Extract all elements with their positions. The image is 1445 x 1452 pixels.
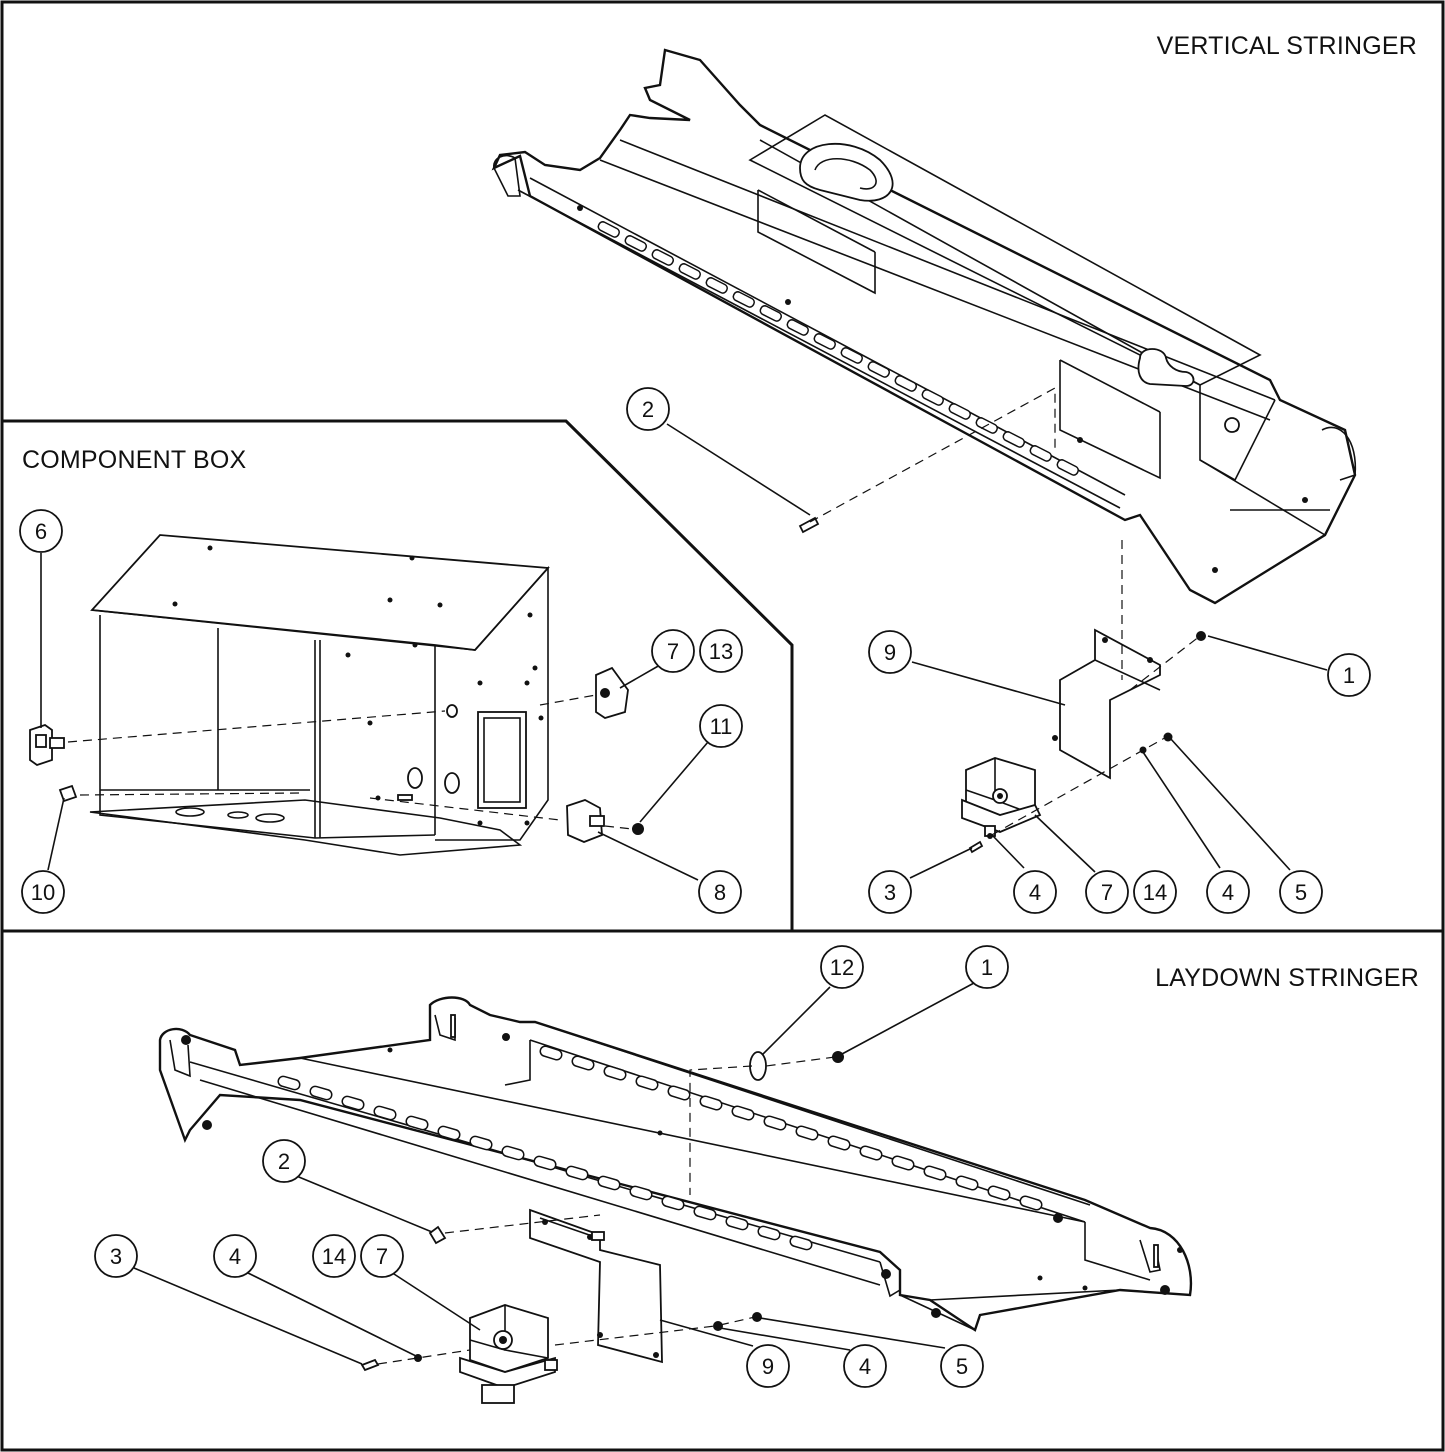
callout-bubble: 7: [1085, 870, 1129, 914]
callout-number: 8: [714, 880, 726, 905]
callout-number: 2: [278, 1149, 290, 1174]
callout-bubble: 1: [965, 945, 1009, 989]
callout-bubble: 4: [1206, 870, 1250, 914]
vertical-callouts: 2 9 1 3 4 7 14 4 5: [626, 387, 1371, 914]
vertical-switch-part-7: [961, 757, 1042, 837]
vertical-assembly-lines: [809, 386, 1201, 837]
laydown-hardware: [360, 1051, 844, 1372]
laydown-bracket-part-9: [529, 1208, 663, 1364]
callout-number: 14: [1143, 880, 1167, 905]
callout-number: 13: [709, 639, 733, 664]
laydown-slots-lower: [277, 1075, 813, 1251]
callout-number: 1: [1343, 663, 1355, 688]
callout-bubble: 9: [868, 630, 912, 674]
callout-number: 1: [981, 955, 993, 980]
callout-number: 3: [110, 1244, 122, 1269]
vertical-hardware: [798, 516, 1206, 854]
callout-number: 4: [1222, 880, 1234, 905]
callout-number: 11: [710, 714, 733, 739]
callout-bubble: 4: [1013, 870, 1057, 914]
callout-number: 5: [1295, 880, 1307, 905]
callout-number: 10: [31, 880, 55, 905]
callout-bubble: 2: [262, 1139, 306, 1183]
laydown-callouts: 12 1 2 3 4 14 7 9 4 5: [94, 945, 1009, 1388]
laydown-stringer-frame: [158, 996, 1193, 1332]
callout-bubble: 4: [843, 1344, 887, 1388]
callout-bubble: 9: [746, 1344, 790, 1388]
component-box-parts: [29, 666, 644, 843]
callout-bubble: 3: [868, 870, 912, 914]
callout-number: 9: [762, 1354, 774, 1379]
laydown-slots-upper: [539, 1045, 1043, 1211]
callout-number: 14: [322, 1244, 346, 1269]
callout-number: 6: [35, 519, 47, 544]
component-box-title: COMPONENT BOX: [22, 446, 247, 474]
callout-bubble: 8: [698, 870, 742, 914]
vertical-bracket-part-9: [1052, 628, 1161, 780]
component-callouts: 6 7 13 11 10 8: [19, 509, 743, 914]
callout-bubble: 7: [651, 629, 695, 673]
callout-number: 7: [667, 639, 679, 664]
callout-bubble: 12: [820, 945, 864, 989]
callout-bubble: 2: [626, 387, 670, 431]
callout-number: 3: [884, 880, 896, 905]
callout-number: 2: [642, 397, 654, 422]
callout-bubble: 14: [312, 1234, 356, 1278]
callout-bubble: 7: [360, 1234, 404, 1278]
callout-bubble: 10: [21, 870, 65, 914]
component-assembly-lines: [67, 694, 633, 830]
laydown-switch-part-7: [459, 1304, 558, 1404]
callout-bubble: 1: [1327, 653, 1371, 697]
callout-bubble: 3: [94, 1234, 138, 1278]
callout-number: 12: [830, 955, 854, 980]
callout-number: 4: [859, 1354, 871, 1379]
callout-number: 7: [376, 1244, 388, 1269]
callout-number: 4: [229, 1244, 241, 1269]
callout-bubble: 5: [1279, 870, 1323, 914]
callout-bubble: 5: [940, 1344, 984, 1388]
callout-number: 7: [1101, 880, 1113, 905]
callout-number: 5: [956, 1354, 968, 1379]
vertical-stringer-title: VERTICAL STRINGER: [1156, 32, 1417, 60]
laydown-stringer-title: LAYDOWN STRINGER: [1155, 964, 1419, 992]
vertical-stringer-frame: [491, 48, 1357, 605]
laydown-assembly-lines: [377, 1056, 836, 1365]
callout-bubble: 11: [699, 704, 743, 748]
callout-number: 4: [1029, 880, 1041, 905]
callout-bubble: 6: [19, 509, 63, 553]
callout-leaders: [40, 423, 1328, 1365]
callout-bubble: 4: [213, 1234, 257, 1278]
callout-bubble: 13: [699, 629, 743, 673]
callout-number: 9: [884, 640, 896, 665]
component-box: [89, 534, 550, 856]
callout-bubble: 14: [1133, 870, 1177, 914]
vertical-stringer-slots: [597, 221, 1079, 476]
